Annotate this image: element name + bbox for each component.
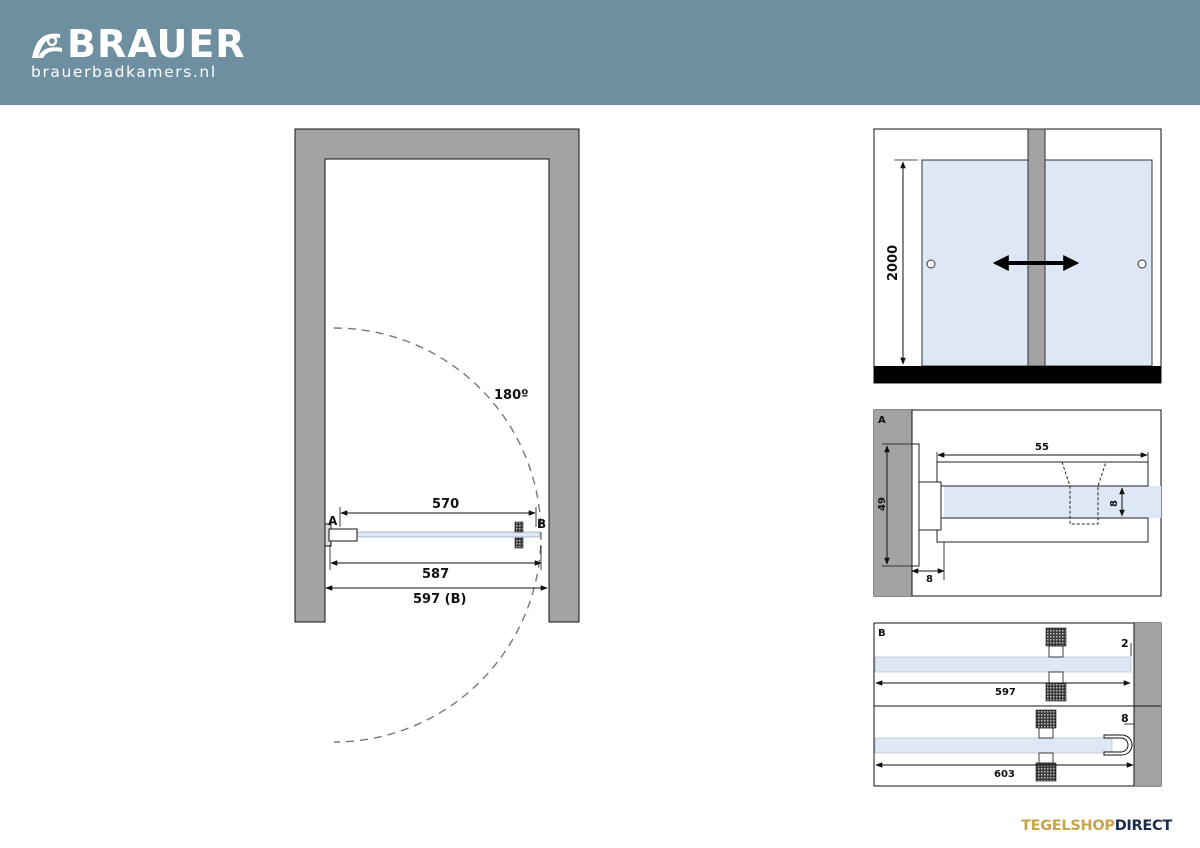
header-banner: BRAUER brauerbadkamers.nl xyxy=(0,0,1200,105)
detail-a-gap-label: 8 xyxy=(926,574,933,585)
detail-b-bottom-profile xyxy=(1103,734,1133,756)
swing-angle-label: 180º xyxy=(494,388,528,403)
brauer-logo-icon xyxy=(32,33,62,58)
detail-a-height-label: 49 xyxy=(877,497,888,511)
website-url[interactable]: brauerbadkamers.nl xyxy=(31,63,217,81)
detail-b-top-knob xyxy=(1045,627,1067,702)
detail-a-wall xyxy=(874,410,912,596)
plan-glass-door xyxy=(330,531,541,538)
detail-b-top-gap-label: 2 xyxy=(1121,637,1129,650)
detail-b-top-glass xyxy=(874,656,1132,673)
hinge-a xyxy=(324,523,358,547)
hinge-hole-left xyxy=(926,259,936,269)
brand-name: BRAUER xyxy=(67,22,246,66)
detail-b: B 2 597 8 603 xyxy=(873,622,1162,787)
plan-view: 180º A B 570 587 597 (B) xyxy=(294,128,580,743)
footer-brand-part1: TEGELSHOP xyxy=(1021,818,1115,834)
dim-inner-label: 587 xyxy=(422,567,449,582)
handle-b xyxy=(514,521,524,549)
detail-a-length-label: 55 xyxy=(1035,442,1049,453)
detail-b-bottom-glass xyxy=(874,737,1113,754)
handle-b-label: B xyxy=(537,517,546,531)
footer-brand-part2: DIRECT xyxy=(1114,818,1173,834)
footer-brand-logo[interactable]: TEGELSHOPDIRECT xyxy=(1021,818,1172,834)
plan-wall xyxy=(294,128,580,623)
detail-b-top-width-label: 597 xyxy=(995,687,1016,698)
detail-a-glass-label: 8 xyxy=(1109,500,1120,507)
elevation-wall-post xyxy=(1027,128,1046,367)
elevation-floor xyxy=(874,366,1161,383)
hinge-a-label: A xyxy=(328,514,338,528)
detail-b-bottom-width-label: 603 xyxy=(994,769,1015,780)
detail-a-mount-plate xyxy=(911,443,920,567)
detail-b-tag: B xyxy=(878,628,886,639)
dim-total-label: 597 (B) xyxy=(413,592,466,607)
detail-a-tag: A xyxy=(878,415,886,426)
detail-b-profile-label: 8 xyxy=(1121,712,1129,725)
hinge-hole-right xyxy=(1137,259,1147,269)
detail-b-wall xyxy=(1134,623,1161,786)
door-swing-arc xyxy=(333,327,542,743)
detail-a: A 55 49 8 8 xyxy=(873,409,1162,597)
detail-a-glass xyxy=(944,486,1161,518)
dim-glass-label: 570 xyxy=(432,497,459,512)
elevation-view: 2000 xyxy=(873,128,1162,384)
dim-height-label: 2000 xyxy=(886,245,901,281)
